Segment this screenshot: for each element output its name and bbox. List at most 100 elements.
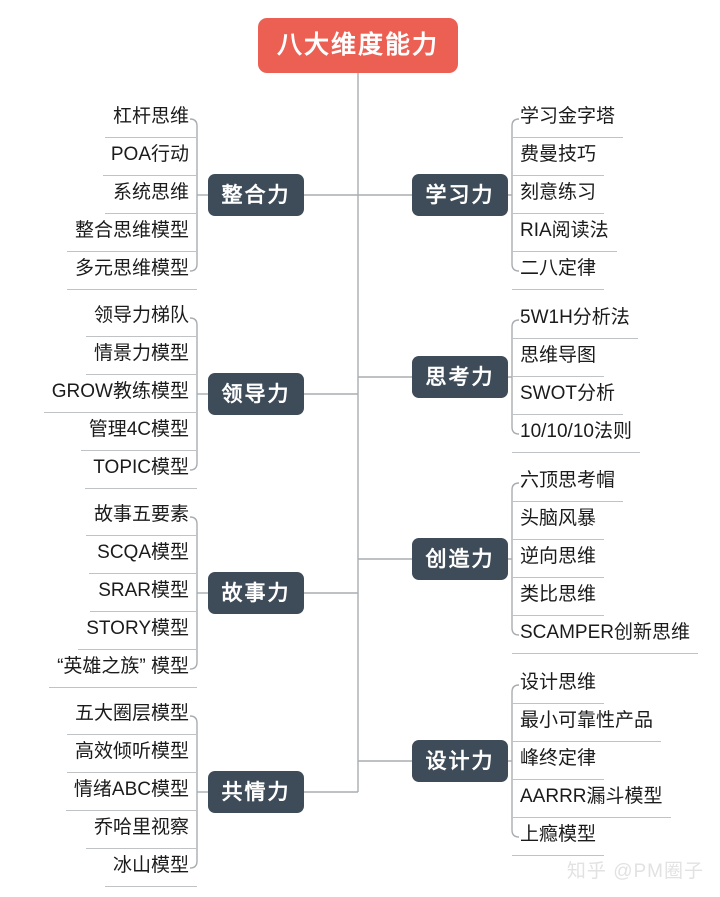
branch-node-1[interactable]: 学习力 (412, 174, 508, 216)
leaf-underline (104, 213, 197, 214)
leaf-node[interactable]: 10/10/10法则 (512, 415, 720, 453)
leaf-underline (512, 615, 605, 616)
leaf-node[interactable]: 整合思维模型 (0, 214, 197, 252)
branch-node-4[interactable]: 故事力 (208, 572, 304, 614)
leaf-node[interactable]: 情景力模型 (0, 337, 197, 375)
branch-node-7[interactable]: 设计力 (412, 740, 508, 782)
leaf-node-label: 最小可靠性产品 (520, 709, 654, 731)
branch-node-6[interactable]: 共情力 (208, 771, 304, 813)
leaf-node[interactable]: 六顶思考帽 (512, 464, 720, 502)
leaf-node[interactable]: 逆向思维 (512, 540, 720, 578)
leaf-node-label: 情景力模型 (93, 342, 189, 364)
leaf-node-label: 系统思维 (112, 181, 189, 203)
leaf-underline (66, 251, 197, 252)
leaf-node[interactable]: 杠杆思维 (0, 100, 197, 138)
leaf-node-label: RIA阅读法 (520, 219, 609, 241)
branch-node-label: 共情力 (221, 780, 291, 804)
root-node[interactable]: 八大维度能力 (258, 18, 458, 73)
leaf-node[interactable]: 最小可靠性产品 (512, 704, 720, 742)
leaf-underline (66, 772, 197, 773)
leaf-node[interactable]: TOPIC模型 (0, 451, 197, 489)
leaf-node-label: SRAR模型 (98, 579, 189, 601)
leaf-underline (512, 817, 671, 818)
leaf-node[interactable]: 五大圈层模型 (0, 697, 197, 735)
branch-node-2[interactable]: 领导力 (208, 373, 304, 415)
leaf-underline (512, 703, 605, 704)
branch-node-0[interactable]: 整合力 (208, 174, 304, 216)
leaf-underline (65, 810, 197, 811)
leaf-node[interactable]: STORY模型 (0, 612, 197, 650)
leaf-underline (512, 501, 624, 502)
leaf-node[interactable]: 多元思维模型 (0, 252, 197, 290)
leaf-node-label: 设计思维 (520, 671, 597, 693)
branch-node-label: 领导力 (221, 382, 291, 406)
leaf-node-label: 高效倾听模型 (74, 740, 189, 762)
leaf-underline (78, 649, 197, 650)
leaf-node[interactable]: SWOT分析 (512, 377, 720, 415)
leaf-node-label: 费曼技巧 (520, 143, 597, 165)
leaf-node-label: 刻意练习 (520, 181, 597, 203)
branch-node-label: 创造力 (425, 547, 495, 571)
leaf-node[interactable]: 系统思维 (0, 176, 197, 214)
leaf-node[interactable]: AARRR漏斗模型 (512, 780, 720, 818)
branch-node-5[interactable]: 创造力 (412, 538, 508, 580)
leaf-node[interactable]: 上瘾模型 (512, 818, 720, 856)
leaf-node-label: 乔哈里视察 (93, 816, 189, 838)
leaf-underline (512, 452, 640, 453)
leaf-node[interactable]: SRAR模型 (0, 574, 197, 612)
leaf-underline (512, 251, 617, 252)
leaf-node[interactable]: SCQA模型 (0, 536, 197, 574)
leaf-node[interactable]: 思维导图 (512, 339, 720, 377)
leaf-node[interactable]: 刻意练习 (512, 176, 720, 214)
leaf-node-label: 整合思维模型 (74, 219, 189, 241)
leaf-node[interactable]: 峰终定律 (512, 742, 720, 780)
leaf-node[interactable]: 冰山模型 (0, 849, 197, 887)
leaf-node-label: 类比思维 (520, 583, 597, 605)
leaf-node[interactable]: 类比思维 (512, 578, 720, 616)
leaf-node[interactable]: GROW教练模型 (0, 375, 197, 413)
leaf-underline (512, 779, 605, 780)
leaf-node[interactable]: RIA阅读法 (512, 214, 720, 252)
leaf-underline (512, 539, 605, 540)
leaf-node-label: AARRR漏斗模型 (520, 785, 663, 807)
branch-node-3[interactable]: 思考力 (412, 356, 508, 398)
leaf-node-label: 头脑风暴 (520, 507, 597, 529)
leaf-node[interactable]: 学习金字塔 (512, 100, 720, 138)
leaf-node[interactable]: 头脑风暴 (512, 502, 720, 540)
leaf-node[interactable]: 设计思维 (512, 666, 720, 704)
leaf-underline (512, 414, 623, 415)
leaf-underline (89, 573, 197, 574)
leaf-node[interactable]: 故事五要素 (0, 498, 197, 536)
leaf-node-label: 杠杆思维 (112, 105, 189, 127)
leaf-node[interactable]: 领导力梯队 (0, 299, 197, 337)
leaf-underline (85, 336, 197, 337)
leaf-underline (104, 137, 197, 138)
leaf-node[interactable]: POA行动 (0, 138, 197, 176)
leaf-underline (85, 535, 197, 536)
branch-node-label: 学习力 (425, 183, 495, 207)
leaf-node-label: 二八定律 (520, 257, 597, 279)
leaf-node-label: 故事五要素 (93, 503, 189, 525)
leaf-node[interactable]: SCAMPER创新思维 (512, 616, 720, 654)
leaf-underline (80, 450, 197, 451)
leaf-underline (512, 289, 605, 290)
leaf-node-label: 学习金字塔 (520, 105, 616, 127)
leaf-node[interactable]: 乔哈里视察 (0, 811, 197, 849)
leaf-node[interactable]: 情绪ABC模型 (0, 773, 197, 811)
leaf-node[interactable]: 费曼技巧 (512, 138, 720, 176)
leaf-node-label: 情绪ABC模型 (73, 778, 189, 800)
leaf-node[interactable]: 5W1H分析法 (512, 301, 720, 339)
leaf-underline (104, 886, 197, 887)
leaf-underline (512, 175, 605, 176)
leaf-node-label: 冰山模型 (112, 854, 189, 876)
leaf-node-label: 10/10/10法则 (520, 420, 632, 442)
leaf-node[interactable]: 高效倾听模型 (0, 735, 197, 773)
watermark: 知乎 @PM圈子 (566, 861, 704, 882)
leaf-node-label: TOPIC模型 (93, 456, 189, 478)
leaf-underline (512, 338, 638, 339)
leaf-node[interactable]: “英雄之族” 模型 (0, 650, 197, 688)
leaf-node-label: GROW教练模型 (51, 380, 189, 402)
leaf-node[interactable]: 管理4C模型 (0, 413, 197, 451)
leaf-node[interactable]: 二八定律 (512, 252, 720, 290)
